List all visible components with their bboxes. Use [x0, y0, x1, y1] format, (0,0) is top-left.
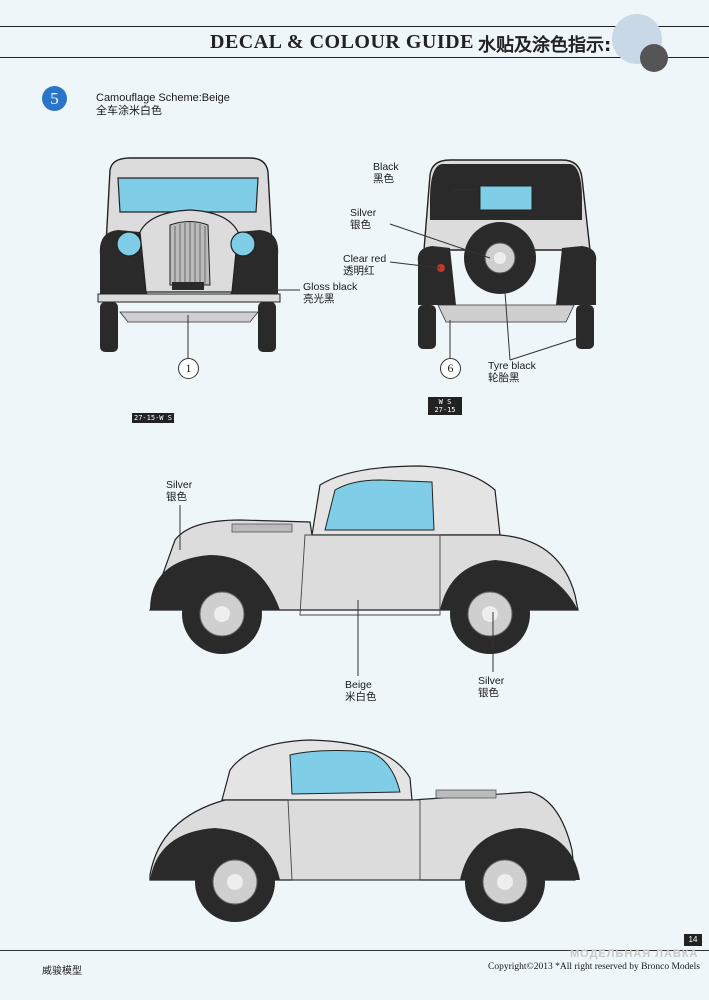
callout-clear-red-cn: 透明红	[343, 265, 375, 277]
callout-silver-rear: Silver 银色	[350, 207, 376, 231]
callout-beige-en: Beige	[345, 679, 372, 691]
step-number-badge: 5	[42, 86, 67, 111]
page-number: 14	[684, 934, 702, 946]
callout-clear-red: Clear red 透明红	[343, 253, 386, 277]
decorative-circle-dark	[640, 44, 668, 72]
callout-silver-wheel-cn: 银色	[478, 687, 499, 699]
front-view-drawing	[97, 157, 300, 358]
scheme-heading: Camouflage Scheme:Beige 全车涂米白色	[96, 92, 230, 118]
callout-beige-cn: 米白色	[345, 691, 377, 703]
header-bottom-rule	[0, 57, 709, 58]
scheme-name: Camouflage Scheme:Beige	[96, 92, 230, 104]
license-plate-rear-line1: W S	[438, 398, 452, 406]
footer-copyright: Copyright©2013 *All right reserved by Br…	[488, 962, 700, 972]
watermark: МОДЕЛЬНАЯ ЛАВКА	[570, 948, 699, 960]
callout-silver-light-en: Silver	[166, 479, 193, 491]
footer-brand-cn: 威骏模型	[42, 966, 82, 977]
rear-view-drawing	[389, 159, 597, 361]
decal-ref-front: 1	[178, 358, 199, 379]
footer-rule	[0, 950, 709, 951]
callout-gloss-black-cn: 亮光黑	[303, 293, 335, 305]
header-top-rule	[0, 26, 709, 27]
guide-title-cn: 水贴及涂色指示:	[478, 35, 612, 56]
callout-silver-wheel-en: Silver	[478, 675, 505, 687]
callout-silver-wheel: Silver 银色	[478, 675, 504, 699]
callout-silver-light-cn: 银色	[166, 491, 187, 503]
license-plate-rear-line2: 27-15	[434, 406, 456, 414]
callout-gloss-black: Gloss black 亮光黑	[303, 281, 357, 305]
scheme-name-cn: 全车涂米白色	[96, 105, 162, 117]
callout-black-en: Black	[373, 161, 399, 173]
callout-beige: Beige 米白色	[345, 679, 377, 703]
callout-tyre-black-en: Tyre black	[488, 360, 536, 372]
callout-black: Black 黑色	[373, 161, 399, 185]
side-view-left-drawing	[149, 465, 579, 676]
side-view-right-drawing	[149, 739, 580, 922]
decal-ref-rear: 6	[440, 358, 461, 379]
license-plate-front: 27-15-W S	[132, 413, 174, 423]
callout-silver-rear-cn: 银色	[350, 219, 371, 231]
callout-silver-rear-en: Silver	[350, 207, 377, 219]
guide-title: DECAL & COLOUR GUIDE	[210, 31, 474, 53]
callout-black-cn: 黑色	[373, 173, 394, 185]
callout-tyre-black: Tyre black 轮胎黑	[488, 360, 536, 384]
callout-gloss-black-en: Gloss black	[303, 281, 358, 293]
callout-silver-light: Silver 银色	[166, 479, 192, 503]
callout-tyre-black-cn: 轮胎黑	[488, 372, 520, 384]
callout-clear-red-en: Clear red	[343, 253, 387, 265]
license-plate-rear: W S 27-15	[428, 397, 462, 415]
